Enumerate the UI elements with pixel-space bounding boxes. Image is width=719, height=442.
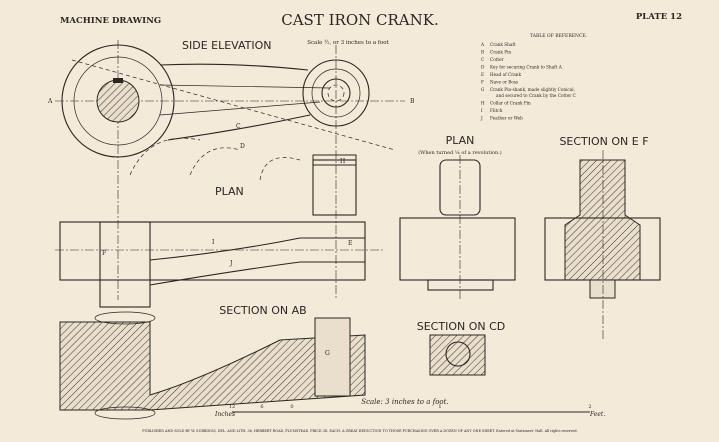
scale-tick: 0 [290,404,293,410]
ref-key: B [481,50,484,55]
scale-caption: Scale: 3 inches to a foot. [361,398,448,406]
scale-tick: 12 [229,404,235,410]
section-ab-shaft-bottom [94,406,156,420]
ref-text: Cotter [490,57,504,62]
view-title-section-ef: SECTION ON E F [559,135,648,148]
ref-key: D [481,65,485,70]
label-g: G [325,350,330,357]
scale-note: Scale ½, or 3 inches to a foot [307,39,389,46]
reference-title: TABLE OF REFERENCE. [530,33,588,39]
side-elevation-view [55,40,405,300]
collar-turned [427,279,494,291]
plan-view [55,154,385,308]
shaft-key [113,78,123,83]
crank-head-outline [302,59,370,127]
boss-outline [61,44,175,158]
plan-boss [99,221,151,308]
scale-tick: 1 [438,404,441,410]
plate-title: CAST IRON CRANK. [281,11,438,29]
crank-head-inner [311,68,361,118]
plan-turned-note: (When turned ¼ of a revolution.) [418,149,502,156]
section-ef-view [544,150,661,340]
ref-key: A [480,42,485,47]
ref-text: Head of Crank [490,72,521,77]
scale-right-label: Feet. [589,411,605,418]
label-h: H [340,158,345,165]
arm-lower-edge [167,114,311,141]
view-title-plan: PLAN [215,185,244,198]
ref-text: Crank Pin-shank, made slightly Conical, [490,87,575,92]
plan-web-lower [149,261,365,286]
crank-shaft-section [96,79,140,123]
ref-text: Key for securing Crank to Shaft A [490,65,563,70]
head-turned [399,217,516,281]
label-e: E [348,240,352,247]
publisher-footer: PUBLISHED AND SOLD BY W. SUBBINGS, DEL. … [142,429,577,433]
ref-text: and secured to Crank by the Cotter C [496,93,576,98]
ref-text: Nave or Boss [490,80,518,85]
boss-inner-circle [73,56,163,146]
ref-key: I [481,108,483,113]
section-ef-body [564,159,641,281]
construction-arcs [129,137,301,181]
label-c: C [236,123,241,130]
ref-key: F [481,80,484,85]
reference-table: TABLE OF REFERENCE. A Crank Shaft B Cran… [480,33,588,121]
scale-tick: 2 [588,404,591,410]
label-d: D [240,143,245,150]
pin-shank-circle [327,84,345,102]
section-cd-pin [445,341,471,367]
plan-outline [59,221,366,281]
ref-key: G [481,87,485,92]
ref-key: J [480,116,483,121]
label-f: F [102,250,106,257]
plan-turned-view [399,155,516,300]
ref-text: Collar of Crank Pin [490,101,531,106]
section-ef-shank [589,279,616,299]
ref-key: C [481,57,484,62]
plate-number: PLATE 12 [636,12,682,22]
view-title-plan-turned: PLAN [446,134,475,147]
section-ab-shaft-top [94,311,156,325]
view-title-section-ab: SECTION ON AB [219,304,306,317]
arm-upper-edge [159,63,309,71]
view-title-side-elevation: SIDE ELEVATION [182,39,272,52]
label-a: A [47,98,53,105]
ref-text: Crank Shaft [490,42,516,47]
view-title-section-cd: SECTION ON CD [417,320,506,333]
pin-collar [312,154,357,166]
section-ab-body [59,321,366,411]
section-cd-body [429,334,486,376]
section-ab-view [59,311,366,420]
ref-key: E [481,72,484,77]
scale-tick: 6 [260,404,263,410]
label-j: J [229,260,233,267]
web-lines [159,84,331,116]
ref-text: Flitch [490,108,503,113]
label-b: B [410,98,415,105]
scale-bar: Scale: 3 inches to a foot. Inches Feet. … [214,398,605,418]
crank-pin-circle [321,78,351,108]
section-cd-view [429,334,486,376]
header-left: MACHINE DRAWING [60,16,161,26]
ref-text: Crank Pin [490,50,511,55]
section-ab-pin [314,317,351,397]
crank-pin-elevation [312,159,357,216]
ref-key: H [481,101,485,106]
scale-left-label: Inches [214,411,235,418]
plan-web [149,237,365,261]
label-i: I [212,239,215,246]
ref-text: Feather or Web [490,116,523,121]
